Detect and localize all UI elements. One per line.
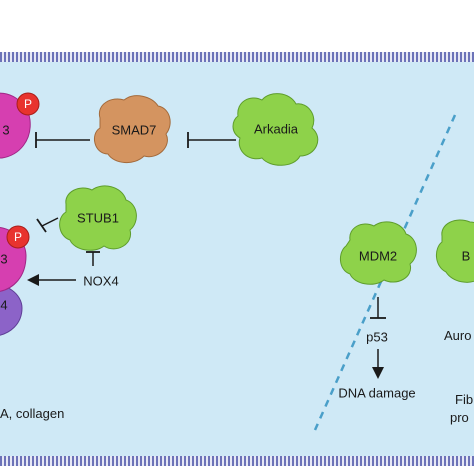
arkadia-protein <box>232 93 319 166</box>
dna-damage-label: DNA damage <box>338 385 416 401</box>
mdm2-protein <box>340 221 417 285</box>
phospho-bottom-label: P <box>13 230 23 244</box>
stub1-label: STUB1 <box>77 210 119 226</box>
smad3-bottom-label: 3 <box>0 251 8 267</box>
nox4-label: NOX4 <box>83 273 119 289</box>
p53-label: p53 <box>366 329 388 345</box>
mdm2-label: MDM2 <box>358 248 398 264</box>
collagen-label: A, collagen <box>0 406 65 421</box>
fibrosis-label-1: Fib <box>455 392 474 407</box>
smad3-top-label: 3 <box>2 122 10 138</box>
bottom-membrane <box>0 456 474 466</box>
stub1-protein <box>59 185 137 251</box>
smad7-label: SMAD7 <box>111 122 157 138</box>
fibrosis-label-2: pro <box>450 410 469 425</box>
phospho-bottom-circle <box>6 225 30 249</box>
aurora-label: Auro <box>444 328 472 343</box>
arkadia-label: Arkadia <box>253 121 299 137</box>
smad4-label: 4 <box>0 297 8 313</box>
phospho-top-label: P <box>23 97 33 111</box>
phospho-top-circle <box>16 92 40 116</box>
right-protein-label: B <box>461 248 471 264</box>
right-partial-protein <box>436 219 474 283</box>
top-membrane <box>0 52 474 62</box>
smad7-protein <box>93 95 171 163</box>
